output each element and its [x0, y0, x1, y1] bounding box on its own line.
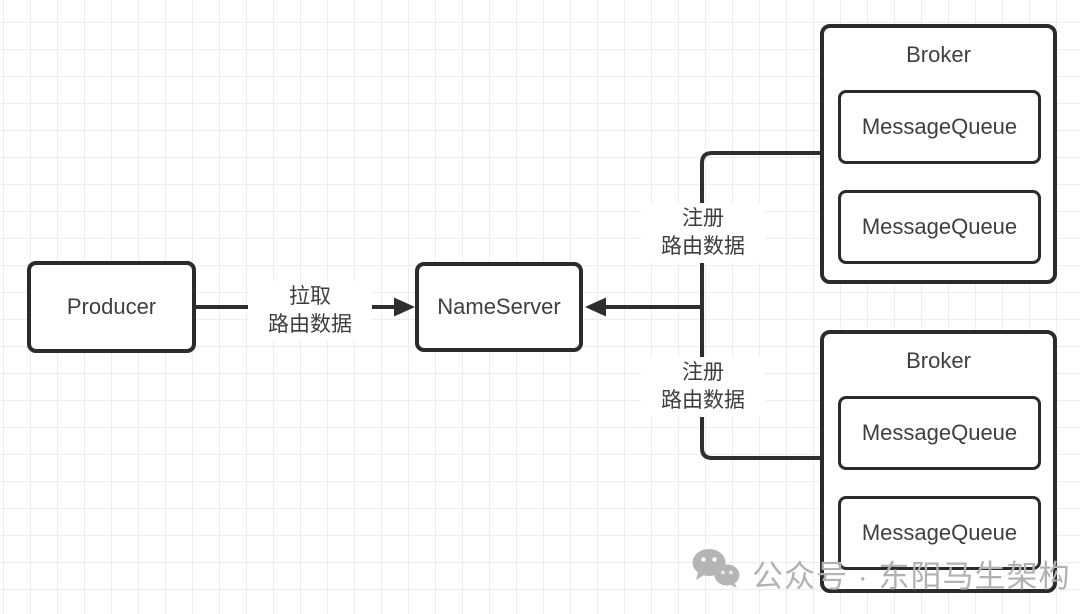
node-broker-bottom: Broker MessageQueue MessageQueue — [820, 330, 1057, 593]
edge-label-register-top-line2: 路由数据 — [661, 235, 745, 258]
producer-label: Producer — [66, 294, 157, 319]
nameserver-label: NameServer — [437, 294, 561, 319]
edge-label-register-bottom-line1: 注册 — [682, 361, 724, 384]
edge-label-pull-route-data: 拉取 路由数据 — [248, 281, 372, 341]
broker-top-title: Broker — [906, 42, 971, 67]
edge-label-register-top: 注册 路由数据 — [641, 203, 765, 263]
edge-label-pull-line2: 路由数据 — [268, 313, 352, 336]
broker-bottom-title: Broker — [906, 348, 971, 373]
broker-top-messagequeue-2: MessageQueue — [838, 190, 1041, 264]
edge-label-pull-line1: 拉取 — [289, 285, 331, 308]
broker-top-messagequeue-1: MessageQueue — [838, 90, 1041, 164]
broker-bottom-messagequeue-1: MessageQueue — [838, 396, 1041, 470]
wechat-icon — [692, 548, 740, 598]
node-producer: Producer — [27, 261, 196, 353]
watermark-text: 公众号 · 东阳马生架构 — [752, 558, 1071, 594]
node-nameserver: NameServer — [415, 262, 583, 352]
edge-label-register-top-line1: 注册 — [682, 207, 724, 230]
edge-label-register-bottom: 注册 路由数据 — [641, 357, 765, 417]
edge-label-register-bottom-line2: 路由数据 — [661, 389, 745, 412]
node-broker-top: Broker MessageQueue MessageQueue — [820, 24, 1057, 284]
broker-bottom-messagequeue-2: MessageQueue — [838, 496, 1041, 570]
arrowhead-into-nameserver-left — [394, 297, 415, 317]
arrowhead-into-nameserver-right — [585, 297, 606, 317]
watermark: 公众号 · 东阳马生架构 — [692, 548, 1071, 598]
